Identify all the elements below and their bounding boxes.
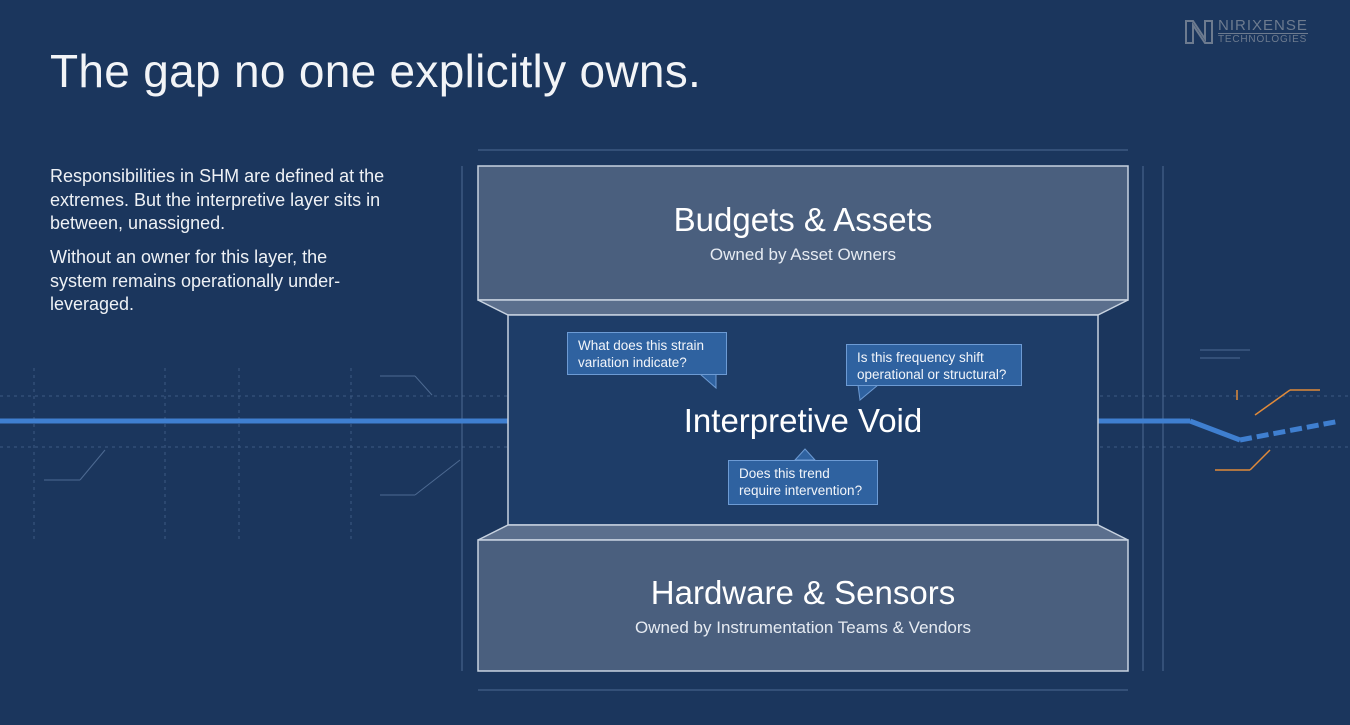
logo-subtitle: TECHNOLOGIES xyxy=(1218,34,1308,45)
consequence-paragraph: Without an owner for this layer, the sys… xyxy=(50,247,341,314)
page-title: The gap no one explicitly owns. xyxy=(50,45,702,97)
question-bubble-strain: What does this strain variation indicate… xyxy=(567,332,727,375)
intro-paragraph: Responsibilities in SHM are defined at t… xyxy=(50,166,385,233)
top-layer-heading: Budgets & Assets xyxy=(673,201,933,238)
question-bubble-frequency: Is this frequency shift operational or s… xyxy=(846,344,1022,386)
question-bubble-trend: Does this trend require intervention? xyxy=(728,460,878,505)
bottom-layer-owner: Owned by Instrumentation Teams & Vendors xyxy=(634,617,972,637)
company-logo: NIRIXENSE TECHNOLOGIES xyxy=(1184,18,1308,46)
bottom-layer-heading: Hardware & Sensors xyxy=(650,573,956,611)
top-layer-owner: Owned by Asset Owners xyxy=(709,245,897,264)
bottom-layer: Hardware & Sensors Owned by Instrumentat… xyxy=(478,540,1128,671)
void-heading: Interpretive Void xyxy=(683,402,923,439)
top-layer: Budgets & Assets Owned by Asset Owners xyxy=(478,166,1128,300)
logo-mark-icon xyxy=(1185,20,1213,44)
bottom-layer-box xyxy=(477,539,1129,672)
logo-name: NIRIXENSE xyxy=(1218,17,1308,34)
